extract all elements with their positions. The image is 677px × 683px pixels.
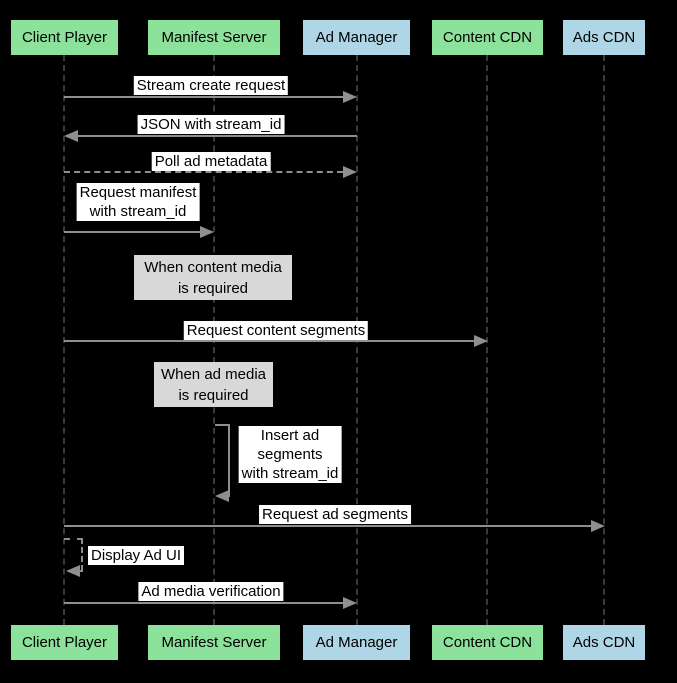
arrowhead-left xyxy=(64,130,78,142)
note-when-ad-media: When ad media is required xyxy=(154,362,273,407)
arrow-line xyxy=(64,96,345,98)
note-when-content-media: When content media is required xyxy=(134,255,292,300)
participant-content-cdn-bottom: Content CDN xyxy=(432,625,543,660)
message-label-request-ad-segments: Request ad segments xyxy=(259,505,411,524)
arrowhead-right xyxy=(343,91,357,103)
message-label-poll-ad-metadata: Poll ad metadata xyxy=(151,152,271,171)
arrow-line xyxy=(64,602,345,604)
self-loop-top-dashed xyxy=(64,538,83,540)
message-label-ad-media-verification: Ad media verification xyxy=(138,582,284,601)
arrowhead-left xyxy=(66,565,80,577)
message-label-request-manifest: Request manifest with stream_id xyxy=(76,183,200,221)
arrowhead-right xyxy=(591,520,605,532)
self-loop-side-dashed xyxy=(81,538,83,571)
participant-content-cdn-top: Content CDN xyxy=(432,20,543,55)
message-label-insert-ad-segments: Insert ad segments with stream_id xyxy=(238,426,342,483)
arrow-line xyxy=(64,231,202,233)
self-loop-side xyxy=(228,424,230,497)
participant-ad-manager-top: Ad Manager xyxy=(303,20,410,55)
arrowhead-right xyxy=(474,335,488,347)
arrowhead-right xyxy=(343,166,357,178)
self-loop-top xyxy=(215,424,230,426)
participant-client-player-bottom: Client Player xyxy=(11,625,118,660)
participant-manifest-server-bottom: Manifest Server xyxy=(148,625,280,660)
arrow-line xyxy=(64,340,476,342)
arrow-line xyxy=(76,135,357,137)
participant-client-player-top: Client Player xyxy=(11,20,118,55)
arrowhead-right xyxy=(343,597,357,609)
arrowhead-right xyxy=(200,226,214,238)
participant-ads-cdn-bottom: Ads CDN xyxy=(563,625,645,660)
message-label-display-ad-ui: Display Ad UI xyxy=(88,546,185,565)
message-label-json-with-stream-id: JSON with stream_id xyxy=(137,115,285,134)
arrowhead-left xyxy=(215,490,229,502)
participant-ad-manager-bottom: Ad Manager xyxy=(303,625,410,660)
message-label-request-content-segments: Request content segments xyxy=(183,321,369,340)
lifeline-ads-cdn xyxy=(603,55,605,625)
self-loop-bottom-dashed xyxy=(78,570,83,572)
arrow-line xyxy=(64,525,593,527)
participant-manifest-server-top: Manifest Server xyxy=(148,20,280,55)
arrow-line-dashed xyxy=(64,171,343,173)
message-label-stream-create-request: Stream create request xyxy=(133,76,289,95)
participant-ads-cdn-top: Ads CDN xyxy=(563,20,645,55)
